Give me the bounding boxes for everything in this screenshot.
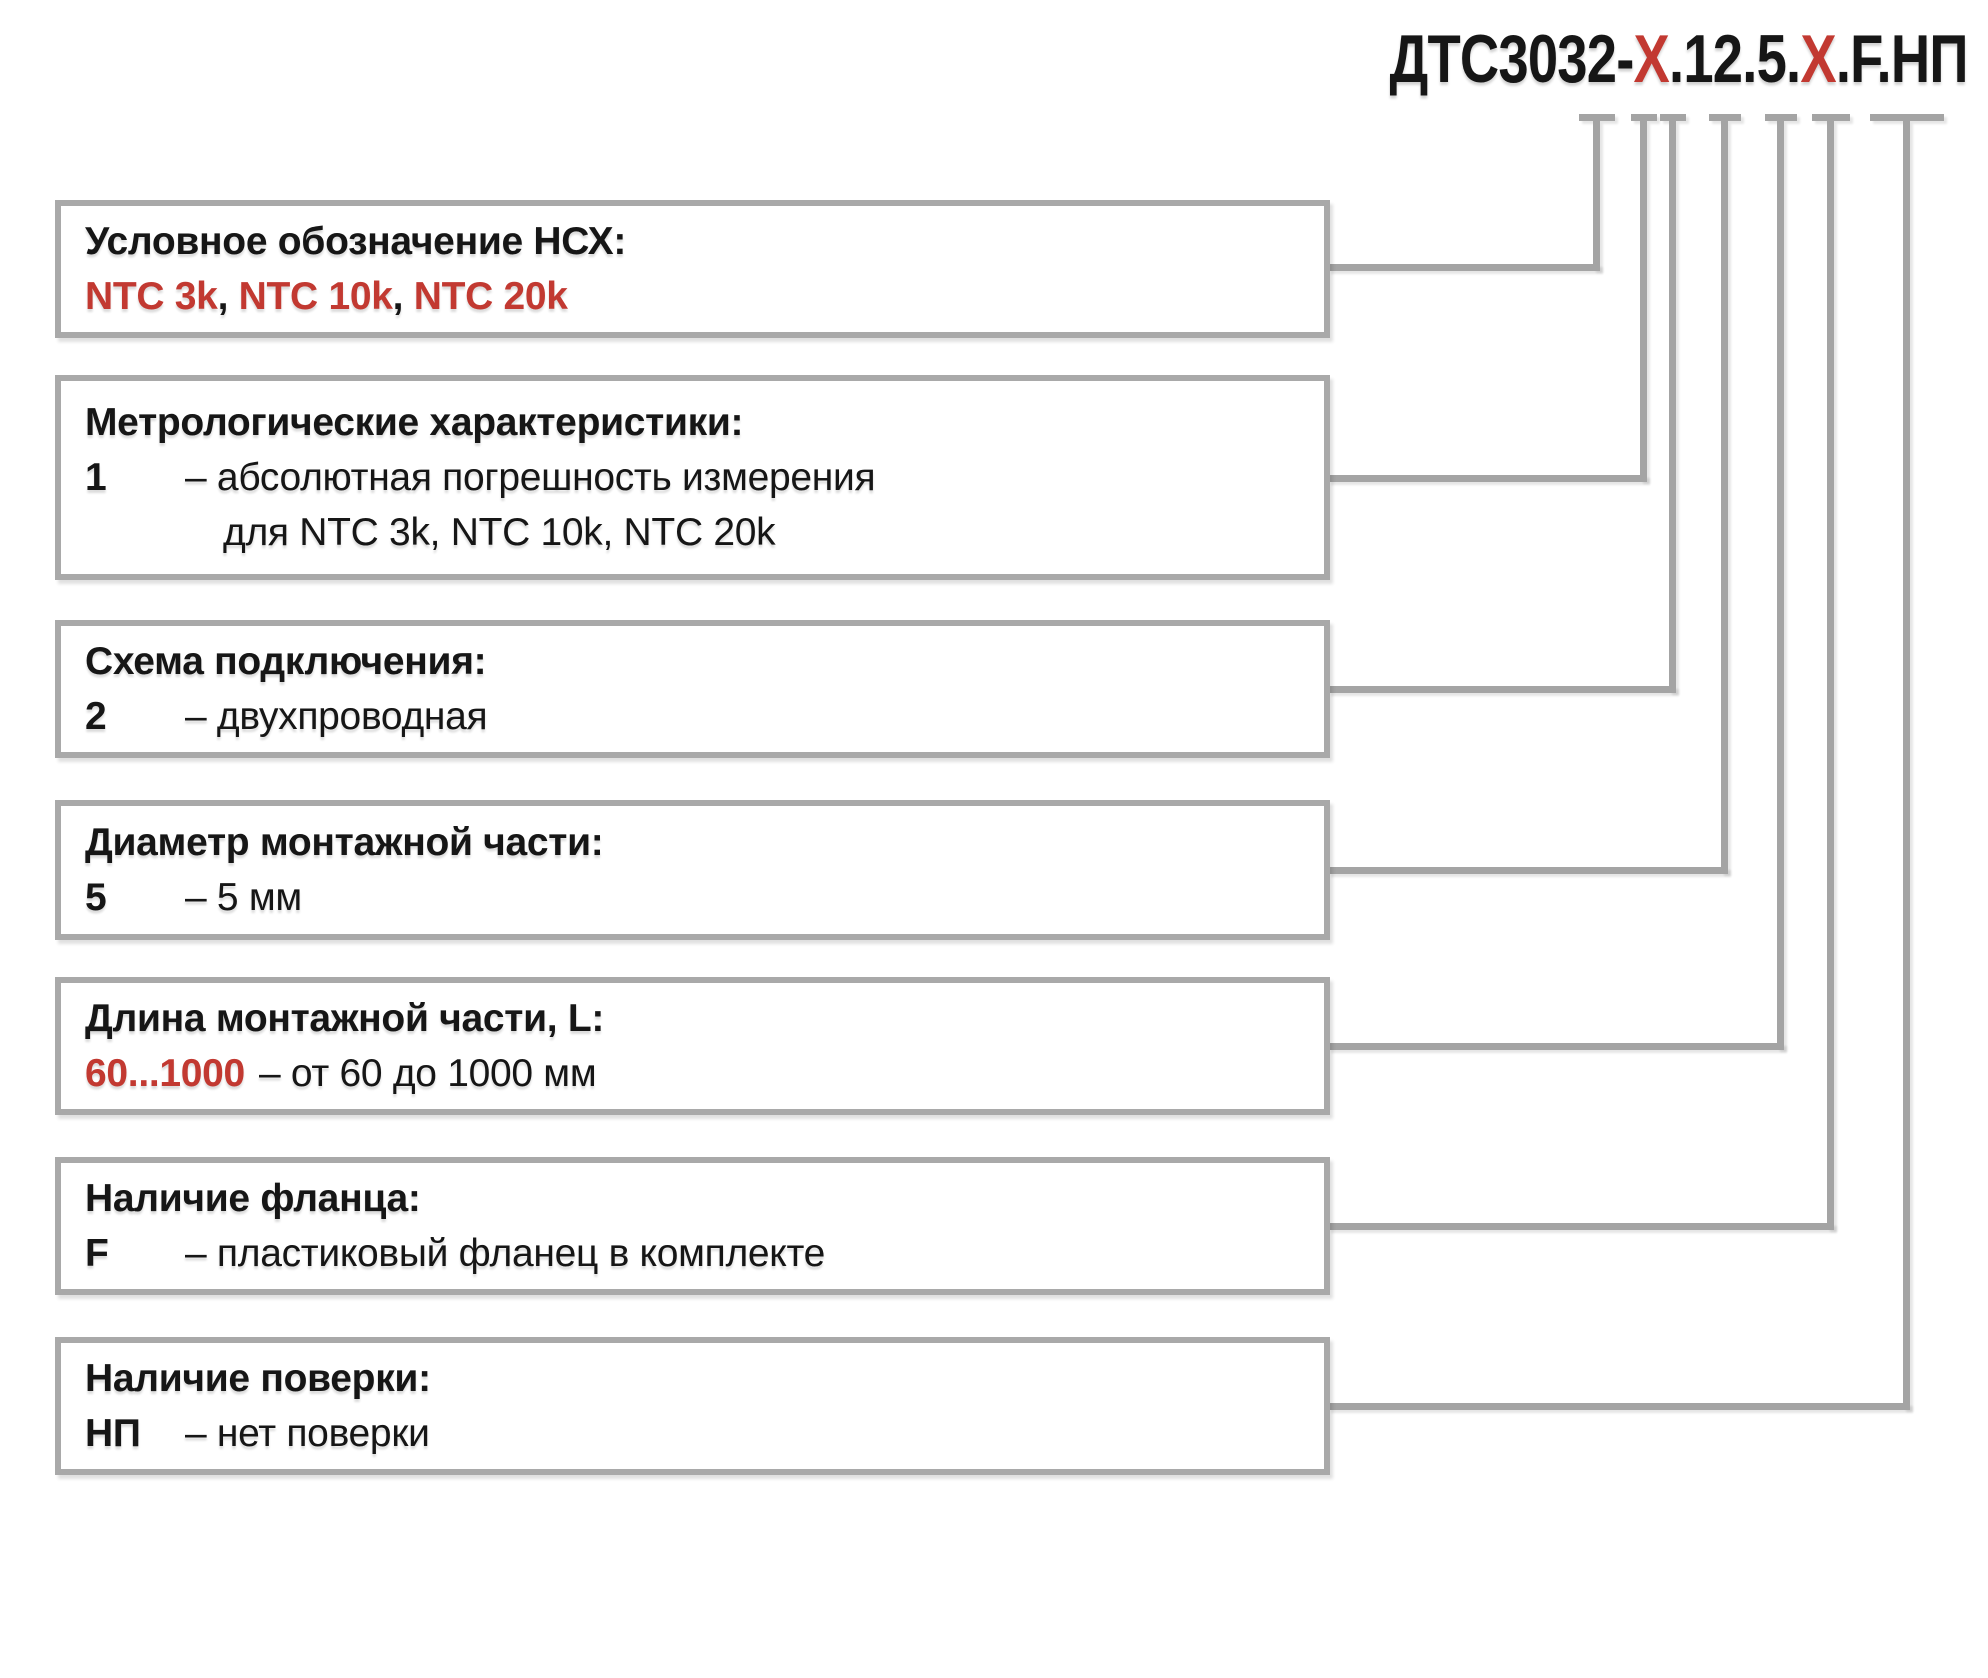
connector-cap-diameter [1709, 114, 1741, 121]
connector-vline-flange [1827, 121, 1834, 1229]
connector-hline-scheme [1328, 686, 1676, 693]
spec-box-title: Метрологические характеристики: [85, 401, 744, 444]
spec-box-title: Диаметр монтажной части: [85, 821, 604, 864]
nsh-value: NTC 3k [85, 275, 218, 318]
connector-hline-nsh [1328, 264, 1600, 271]
connector-vline-verification [1903, 121, 1910, 1409]
spec-row: 5 – 5 мм [85, 870, 1300, 925]
spec-box-verification: Наличие поверки: НП – нет поверки [55, 1337, 1330, 1475]
spec-description-continuation: для NTC 3k, NTC 10k, NTC 20k [223, 511, 776, 554]
model-code-segment: ДТС3032- [1389, 21, 1635, 97]
connector-cap-scheme [1660, 114, 1686, 121]
connector-vline-scheme [1669, 121, 1676, 692]
spec-box-length: Длина монтажной части, L: 60...1000 – от… [55, 977, 1330, 1115]
spec-box-flange: Наличие фланца: F – пластиковый фланец в… [55, 1157, 1330, 1295]
model-code-title: ДТС3032-Х.12.5.Х.F.НП [1389, 21, 1969, 97]
connector-hline-verification [1328, 1403, 1910, 1410]
nsh-separator: , [217, 275, 239, 318]
model-code-segment: .12.5. [1669, 21, 1801, 97]
model-code-segment: .F.НП [1836, 21, 1969, 97]
spec-description: – нет поверки [185, 1412, 430, 1455]
spec-box-metrology: Метрологические характеристики: 1 – абсо… [55, 375, 1330, 580]
spec-code-value: 2 [85, 695, 107, 738]
connector-cap-metrology [1631, 114, 1657, 121]
spec-box-scheme: Схема подключения: 2 – двухпроводная [55, 620, 1330, 758]
connector-vline-nsh [1593, 121, 1600, 270]
connector-vline-metrology [1640, 121, 1647, 481]
connector-cap-length [1765, 114, 1797, 121]
model-code-segment-nsh: Х [1633, 21, 1670, 97]
nsh-value: NTC 10k [238, 275, 393, 318]
spec-box-title: Условное обозначение НСХ: [85, 220, 627, 263]
connector-cap-verification [1870, 114, 1944, 121]
spec-description: – пластиковый фланец в комплекте [185, 1232, 826, 1275]
nsh-value: NTC 20k [413, 275, 568, 318]
connector-vline-length [1777, 121, 1784, 1049]
spec-code-value: 1 [85, 456, 107, 499]
spec-description: – двухпроводная [185, 695, 488, 738]
spec-box-diameter: Диаметр монтажной части: 5 – 5 мм [55, 800, 1330, 940]
spec-description: – абсолютная погрешность измерения [185, 456, 876, 499]
spec-row: 60...1000 – от 60 до 1000 мм [85, 1046, 1300, 1101]
spec-code-value-range: 60...1000 [85, 1052, 245, 1095]
spec-box-title: Наличие поверки: [85, 1357, 431, 1400]
connector-hline-diameter [1328, 867, 1728, 874]
nsh-separator: , [392, 275, 414, 318]
spec-box-title: Наличие фланца: [85, 1177, 421, 1220]
spec-row: F – пластиковый фланец в комплекте [85, 1226, 1300, 1281]
spec-box-title: Длина монтажной части, L: [85, 997, 605, 1040]
connector-hline-metrology [1328, 475, 1647, 482]
spec-code-value: 5 [85, 876, 107, 919]
nsh-values: NTC 3k, NTC 10k, NTC 20k [85, 269, 1300, 324]
spec-row: 1 – абсолютная погрешность измерения [85, 450, 1300, 505]
spec-box-nsh: Условное обозначение НСХ: NTC 3k, NTC 10… [55, 200, 1330, 338]
spec-box-title: Схема подключения: [85, 640, 487, 683]
model-code-segment-length: Х [1800, 21, 1837, 97]
spec-code-value: НП [85, 1412, 141, 1455]
connector-hline-flange [1328, 1223, 1834, 1230]
connector-cap-nsh [1579, 114, 1615, 121]
spec-code-value: F [85, 1232, 109, 1275]
spec-description: – от 60 до 1000 мм [258, 1052, 597, 1095]
connector-hline-length [1328, 1043, 1784, 1050]
connector-vline-diameter [1721, 121, 1728, 873]
spec-row: 2 – двухпроводная [85, 689, 1300, 744]
spec-description: – 5 мм [185, 876, 302, 919]
spec-row: НП – нет поверки [85, 1406, 1300, 1461]
connector-cap-flange [1812, 114, 1850, 121]
